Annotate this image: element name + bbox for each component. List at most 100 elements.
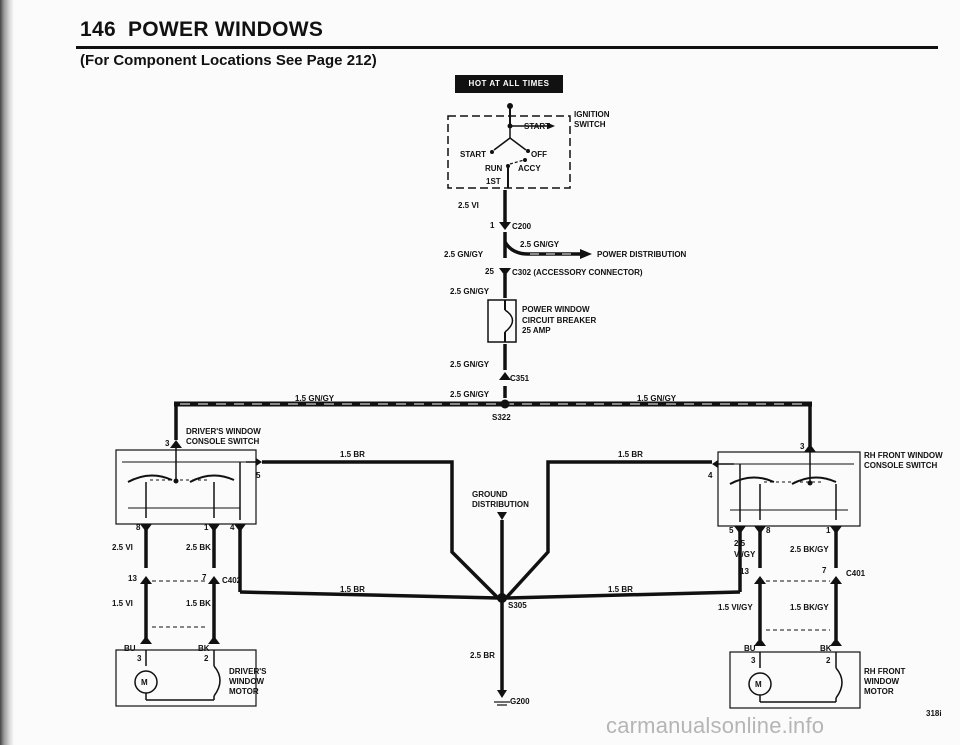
right-pin-5-label: 5 — [729, 526, 734, 535]
c351-label: C351 — [510, 374, 530, 383]
page-title: 146 POWER WINDOWS — [80, 18, 323, 42]
section-title: POWER WINDOWS — [127, 18, 324, 41]
right-wire-a-1: 2.5 — [734, 539, 746, 548]
right-motor-pin-3 — [754, 638, 766, 646]
left-motor-symbol: M — [141, 678, 148, 687]
ignition-pos-1st: 1ST — [486, 177, 501, 186]
ignition-pos-accy: ACCY — [518, 164, 541, 173]
title-rule — [76, 46, 938, 49]
c401-pin-13: 13 — [740, 567, 749, 576]
wire-label-bus-left: 1.5 GN/GY — [295, 394, 335, 403]
right-switch-title-1: RH FRONT WINDOW — [864, 451, 943, 460]
left-pin-8 — [140, 524, 152, 532]
right-wire-c: 1.5 VI/GY — [718, 603, 753, 612]
right-wire-b: 2.5 BK/GY — [790, 545, 829, 554]
left-pin-1 — [208, 524, 220, 532]
power-distribution-label: POWER DISTRIBUTION — [597, 250, 687, 259]
rh-window-motor — [729, 651, 861, 709]
ground-dist-label-2: DISTRIBUTION — [472, 500, 529, 509]
wire-label-bus-right: 1.5 GN/GY — [637, 394, 677, 403]
watermark: carmanualsonline.info — [606, 713, 825, 738]
right-motor-pin-3-label: 3 — [751, 656, 756, 665]
right-pin-8-label: 8 — [766, 526, 771, 535]
wire-label-ground: 2.5 BR — [470, 651, 495, 660]
right-switch-pin-out: 4 — [708, 471, 713, 480]
c402-label: C402 — [222, 576, 242, 585]
right-motor-bk: BK — [820, 644, 832, 653]
hot-at-all-times-label: HOT AT ALL TIMES — [455, 75, 563, 93]
s322-bus — [174, 399, 812, 446]
figure-code: 318i — [926, 709, 942, 718]
c402-connector-b — [208, 576, 220, 584]
wire-label-power-dist: 2.5 GN/GY — [520, 240, 560, 249]
right-motor-bu: BU — [744, 644, 756, 653]
left-switch-pin-out: 5 — [256, 471, 261, 480]
wire-label-from-breaker: 2.5 GN/GY — [450, 360, 490, 369]
ignition-switch-title: IGNITION — [574, 110, 610, 119]
left-motor-pin-2-label: 2 — [204, 654, 209, 663]
left-motor-pin-3-label: 3 — [137, 654, 142, 663]
c401-connector-b — [830, 576, 842, 584]
s305-splice — [497, 593, 507, 603]
driver-window-motor — [115, 649, 257, 707]
page-number: 146 — [80, 18, 116, 41]
c401-pin-7: 7 — [822, 566, 827, 575]
wire-label-top-left-br: 1.5 BR — [340, 450, 365, 459]
ignition-switch — [447, 103, 571, 189]
power-distribution-wire — [503, 241, 580, 256]
right-switch-title-2: CONSOLE SWITCH — [864, 461, 938, 470]
right-motor-symbol: M — [755, 680, 762, 689]
c401-label: C401 — [846, 569, 866, 578]
c402-pin-13: 13 — [128, 574, 137, 583]
right-switch-pin-in: 3 — [800, 442, 805, 451]
right-motor-title-2: WINDOW — [864, 677, 900, 686]
wire-label-ign-out: 2.5 VI — [458, 201, 479, 210]
left-motor-title-1: DRIVER'S — [229, 667, 267, 676]
right-pin-5 — [734, 526, 746, 534]
right-motor-pin-2-label: 2 — [826, 656, 831, 665]
subtitle: (For Component Locations See Page 212) — [80, 52, 377, 69]
c351-connector — [499, 372, 511, 380]
wire-label-mid-right-br: 1.5 BR — [608, 585, 633, 594]
c200-pin: 1 — [490, 221, 495, 230]
left-switch-pin-in: 3 — [165, 439, 170, 448]
c302-label: C302 (ACCESSORY CONNECTOR) — [512, 268, 643, 277]
left-motor-pin-2 — [208, 636, 220, 644]
s322-label: S322 — [492, 413, 511, 422]
scan-edge — [0, 0, 14, 745]
left-switch-title-2: CONSOLE SWITCH — [186, 437, 260, 446]
breaker-line-2: CIRCUIT BREAKER — [522, 316, 596, 325]
right-pin-1-label: 1 — [826, 526, 831, 535]
c302-pin: 25 — [485, 267, 494, 276]
ground-dist-label: GROUND — [472, 490, 508, 499]
ignition-switch-title-2: SWITCH — [574, 120, 606, 129]
left-switch-title-1: DRIVER'S WINDOW — [186, 427, 261, 436]
breaker-rating: 25 AMP — [522, 326, 551, 335]
right-switch-wires — [738, 526, 838, 640]
left-motor-pin-3 — [140, 636, 152, 644]
breaker-line-1: POWER WINDOW — [522, 305, 590, 314]
left-pin-1-label: 1 — [204, 523, 209, 532]
wire-label-mid-left-br: 1.5 BR — [340, 585, 365, 594]
right-pin-1 — [830, 526, 842, 534]
left-motor-bk: BK — [198, 644, 210, 653]
c402-connector-a — [140, 576, 152, 584]
left-wire-c: 1.5 VI — [112, 599, 133, 608]
left-motor-title-2: WINDOW — [229, 677, 265, 686]
ground-dist-arrow — [497, 512, 507, 520]
left-pin-4-label: 4 — [230, 523, 235, 532]
wire-label-top-right-br: 1.5 BR — [618, 450, 643, 459]
driver-console-switch — [115, 440, 262, 525]
c200-connector — [499, 222, 511, 230]
right-motor-title-3: MOTOR — [864, 687, 894, 696]
c200-label: C200 — [512, 222, 532, 231]
left-motor-title-3: MOTOR — [229, 687, 259, 696]
rh-console-switch — [712, 444, 861, 527]
right-pin-8 — [754, 526, 766, 534]
left-motor-bu: BU — [124, 644, 136, 653]
c402-pin-7: 7 — [202, 573, 207, 582]
g200-label: G200 — [510, 697, 530, 706]
ground-wires — [239, 460, 741, 690]
power-distribution-arrow — [580, 249, 592, 259]
